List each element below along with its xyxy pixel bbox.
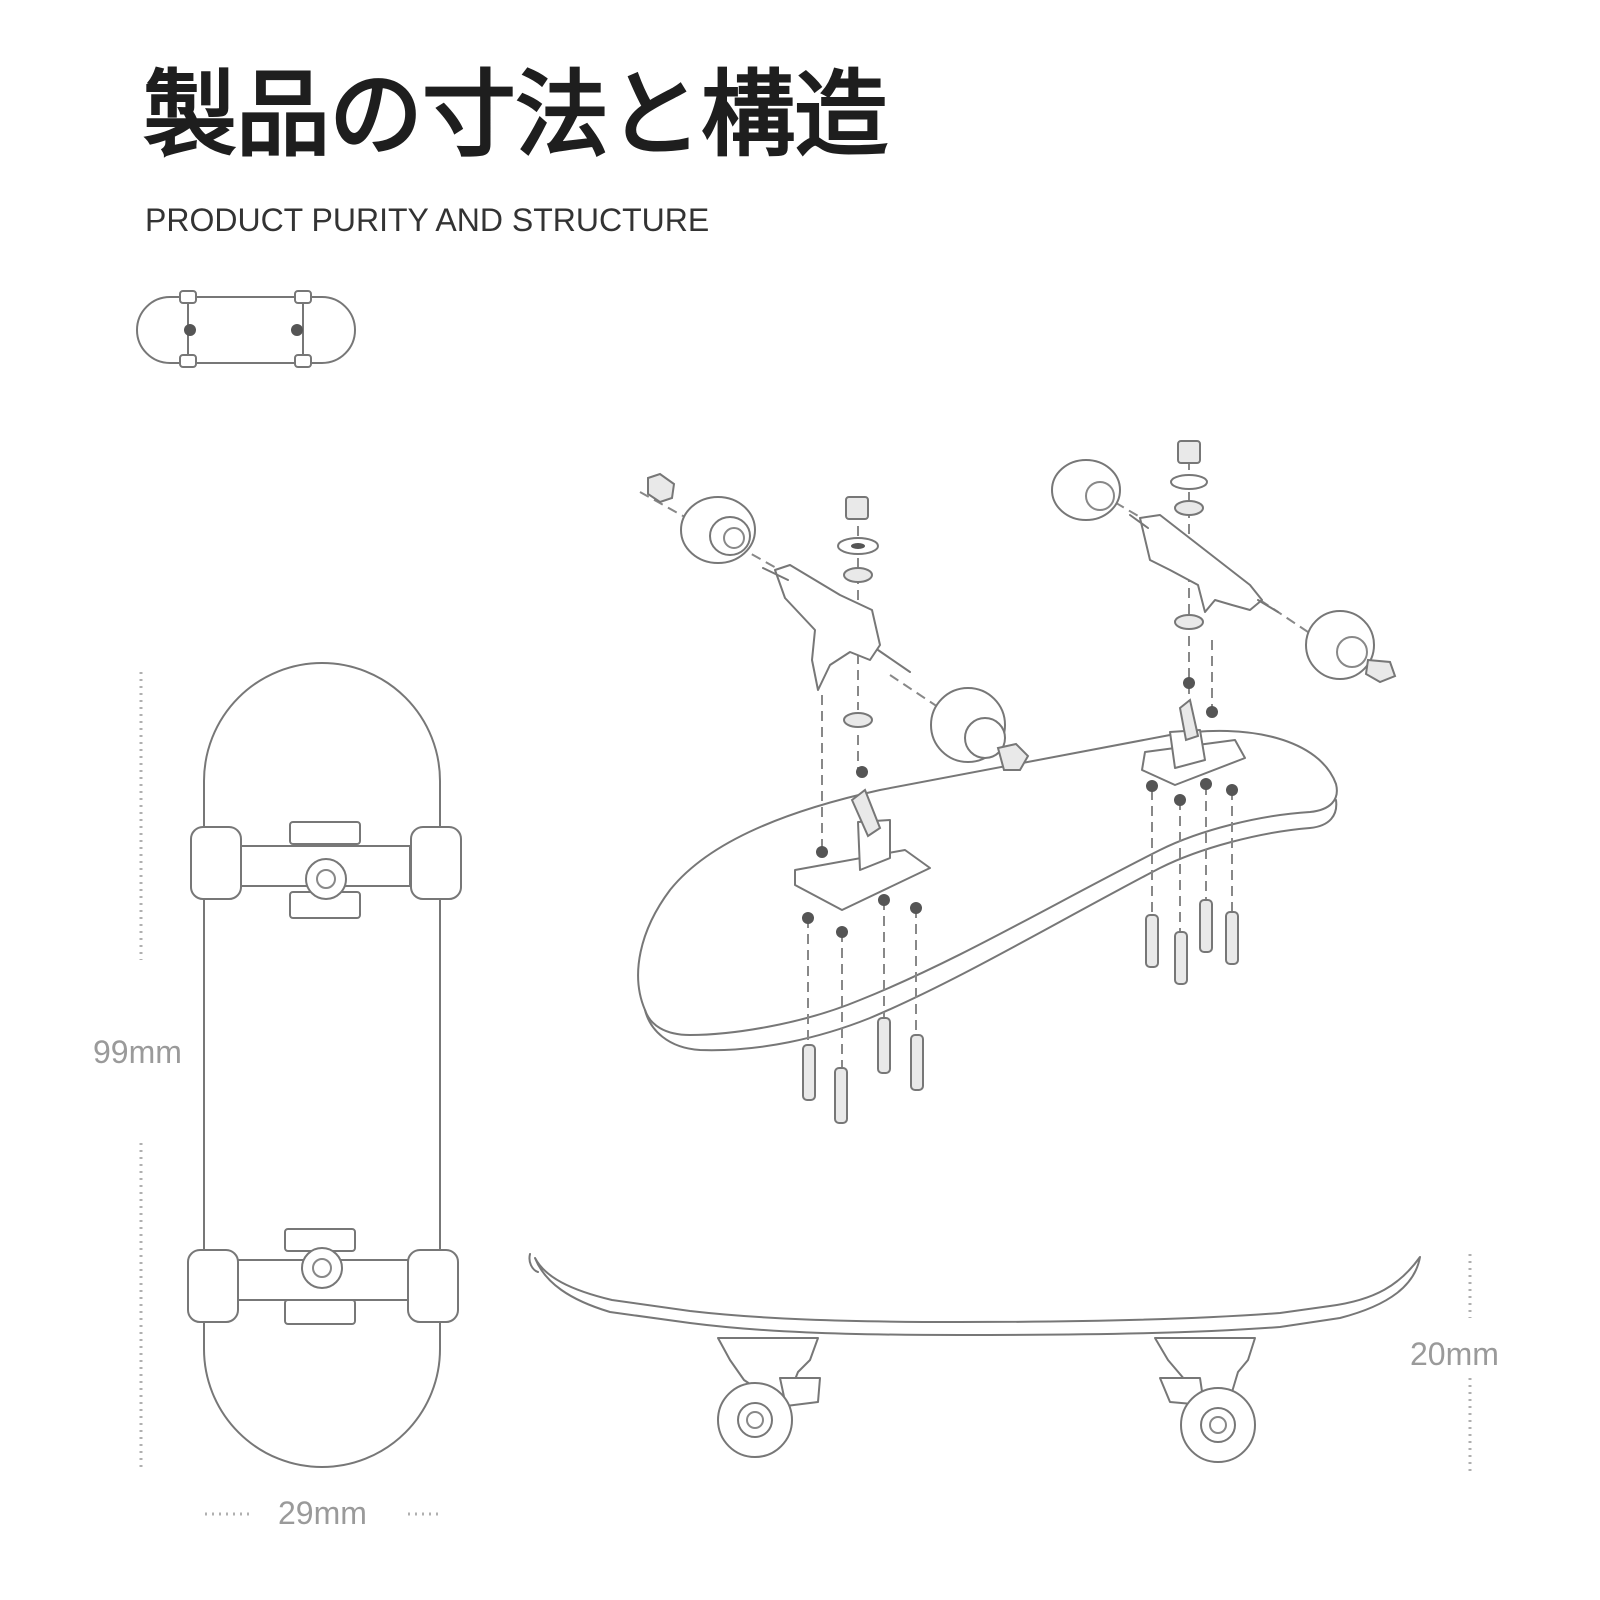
kingpin-nut-icon <box>845 496 869 520</box>
back-truck-top <box>187 1228 459 1325</box>
kingpin-nut-icon <box>1177 440 1201 464</box>
axle-nut-icon <box>647 472 676 504</box>
side-view-skateboard <box>528 1253 1421 1463</box>
mounting-screws-front <box>802 1017 924 1124</box>
length-dimension-label: 99mm <box>93 1034 182 1070</box>
skateboard-thumbnail-icon <box>136 290 356 368</box>
deck-perspective <box>637 729 1338 1052</box>
mounting-screws-back <box>1145 899 1239 985</box>
back-truck-assembly <box>1051 440 1397 985</box>
top-view-skateboard <box>187 662 462 1468</box>
front-truck-side <box>717 1337 821 1458</box>
front-truck-top <box>190 821 462 919</box>
page-subtitle: PRODUCT PURITY AND STRUCTURE <box>145 202 710 238</box>
page-title: 製品の寸法と構造 <box>143 61 888 170</box>
front-truck-assembly <box>647 472 1030 1124</box>
truck-hanger-icon <box>774 564 881 691</box>
exploded-view <box>637 440 1397 1124</box>
back-truck-side <box>1154 1337 1256 1463</box>
truck-hanger-icon <box>1139 514 1263 613</box>
height-dimension-label: 20mm <box>1410 1336 1499 1372</box>
dimension-guides <box>139 672 1472 1516</box>
width-dimension-label: 29mm <box>278 1495 367 1531</box>
